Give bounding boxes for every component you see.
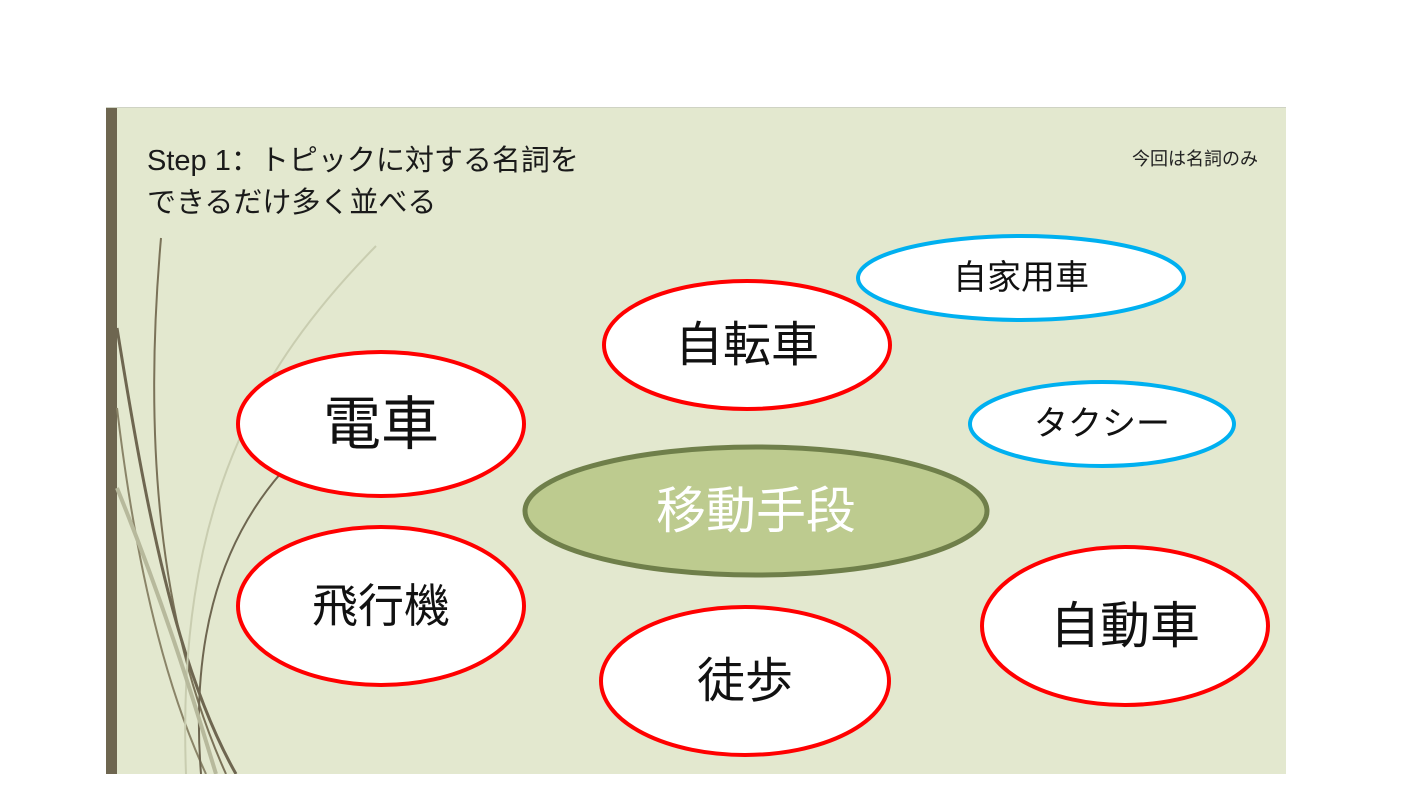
slide-accent-bar [106, 108, 117, 774]
title-line-1: Step 1：トピックに対する名詞を [147, 145, 579, 177]
noun-label: 自転車 [675, 317, 819, 373]
noun-bubble-hikouki[interactable]: 飛行機 [236, 525, 526, 687]
decorative-grass-curves [115, 237, 377, 774]
noun-label: 飛行機 [312, 579, 450, 633]
noun-bubble-jikayousha[interactable]: 自家用車 [856, 234, 1186, 322]
noun-bubble-toho[interactable]: 徒歩 [599, 605, 891, 757]
noun-bubble-densha[interactable]: 電車 [236, 350, 526, 498]
title-line-2: できるだけ多く並べる [147, 187, 437, 219]
noun-label: 徒歩 [697, 653, 793, 709]
slide-note: 今回は名詞のみ [1132, 149, 1258, 170]
slide-title: Step 1：トピックに対する名詞を できるだけ多く並べる [147, 140, 579, 224]
noun-bubble-jidousha[interactable]: 自動車 [980, 545, 1270, 707]
center-topic-label: 移動手段 [656, 482, 856, 540]
center-topic-bubble[interactable]: 移動手段 [522, 444, 990, 578]
noun-bubble-jitensha[interactable]: 自転車 [602, 279, 892, 411]
slide: 自家用車 自転車 電車 タクシー 移動手段 飛行機 自動車 徒歩 [106, 107, 1286, 774]
noun-label: 自家用車 [953, 258, 1089, 298]
noun-label: 自動車 [1050, 597, 1200, 655]
noun-label: 電車 [323, 390, 439, 458]
noun-label: タクシー [1034, 404, 1170, 444]
slide-canvas: 自家用車 自転車 電車 タクシー 移動手段 飛行機 自動車 徒歩 [115, 234, 1270, 774]
noun-bubble-taxi[interactable]: タクシー [968, 380, 1236, 468]
